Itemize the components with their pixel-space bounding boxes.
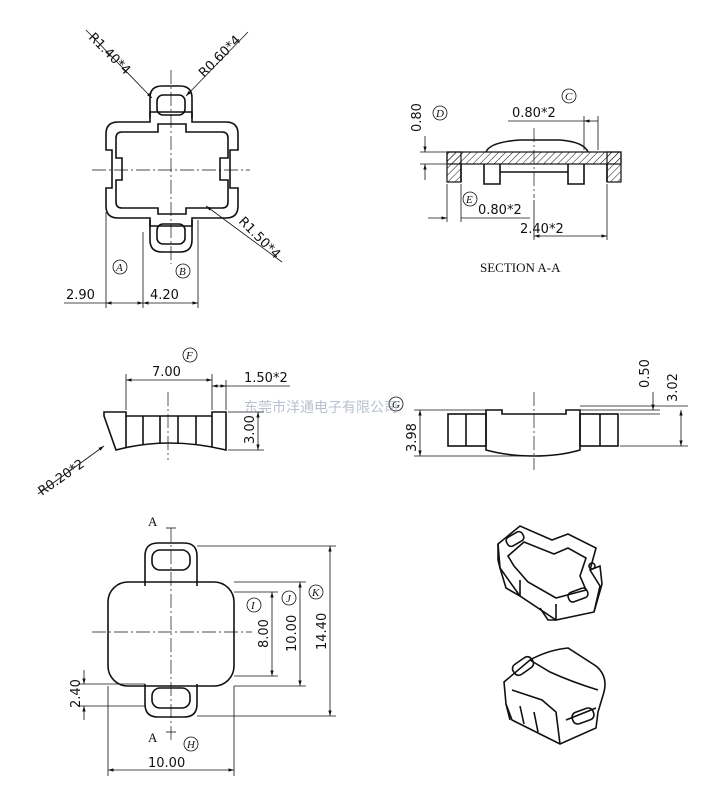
svg-text:C: C <box>565 91 573 103</box>
svg-text:F: F <box>185 350 193 362</box>
dim-2-40: 2.40 <box>69 679 84 708</box>
dim-4-20: 4.20 <box>150 288 179 303</box>
iso-view-cap <box>503 647 606 745</box>
bottom-view <box>78 527 336 776</box>
dim-2-40x2: 2.40*2 <box>520 222 564 237</box>
dim-7-00: 7.00 <box>152 365 181 380</box>
dim-14-40: 14.40 <box>315 613 330 650</box>
dim-2-90: 2.90 <box>66 288 95 303</box>
top-view <box>64 29 283 308</box>
section-mark-bottom: A <box>148 730 158 745</box>
svg-text:A: A <box>115 262 123 274</box>
svg-text:J: J <box>286 593 292 605</box>
dim-1-50x2: 1.50*2 <box>244 371 288 386</box>
ref-circle-i: I <box>246 597 262 613</box>
radius-body-label: R1.50*4 <box>235 214 283 262</box>
dim-3-00: 3.00 <box>243 415 258 444</box>
dim-10-00-vertical: 10.00 <box>285 615 300 652</box>
svg-text:E: E <box>465 194 473 206</box>
ref-circle-c: C <box>561 88 577 104</box>
svg-text:I: I <box>250 600 256 612</box>
svg-text:D: D <box>435 108 444 120</box>
watermark: 东莞市洋通电子有限公司 <box>244 399 398 416</box>
section-view <box>420 116 622 240</box>
side-view <box>414 392 688 470</box>
ref-circle-a: A <box>112 259 128 275</box>
dim-8-00: 8.00 <box>257 619 272 648</box>
ref-circle-h: H <box>183 736 199 752</box>
ref-circle-b: B <box>175 263 191 279</box>
svg-text:H: H <box>186 739 196 751</box>
ref-circle-k: K <box>308 584 324 600</box>
radius-r0-20-label: R0.20*2 <box>36 457 88 500</box>
ref-circle-f: F <box>182 347 198 363</box>
dim-0-80x2-top: 0.80*2 <box>512 106 556 121</box>
ref-circle-e: E <box>462 191 478 207</box>
ref-circle-d: D <box>432 105 448 121</box>
svg-text:K: K <box>311 587 320 599</box>
iso-view-frame <box>497 525 603 621</box>
section-title: SECTION A-A <box>480 260 561 275</box>
dim-3-98: 3.98 <box>405 423 420 452</box>
dim-0-80-vertical: 0.80 <box>410 103 425 132</box>
ref-circle-g: G <box>388 396 404 412</box>
section-mark-top: A <box>148 514 158 529</box>
dim-0-50: 0.50 <box>638 359 653 388</box>
radius-corner-label: R1.40*4 <box>85 30 133 78</box>
radius-tab-label: R0.60*4 <box>196 33 244 81</box>
dim-10-00-horizontal: 10.00 <box>148 756 185 771</box>
dim-3-02: 3.02 <box>666 373 681 402</box>
svg-text:B: B <box>179 266 186 278</box>
dim-0-80x2-bottom: 0.80*2 <box>478 203 522 218</box>
front-view <box>37 374 290 495</box>
ref-circle-j: J <box>281 590 297 606</box>
svg-text:G: G <box>392 399 400 411</box>
